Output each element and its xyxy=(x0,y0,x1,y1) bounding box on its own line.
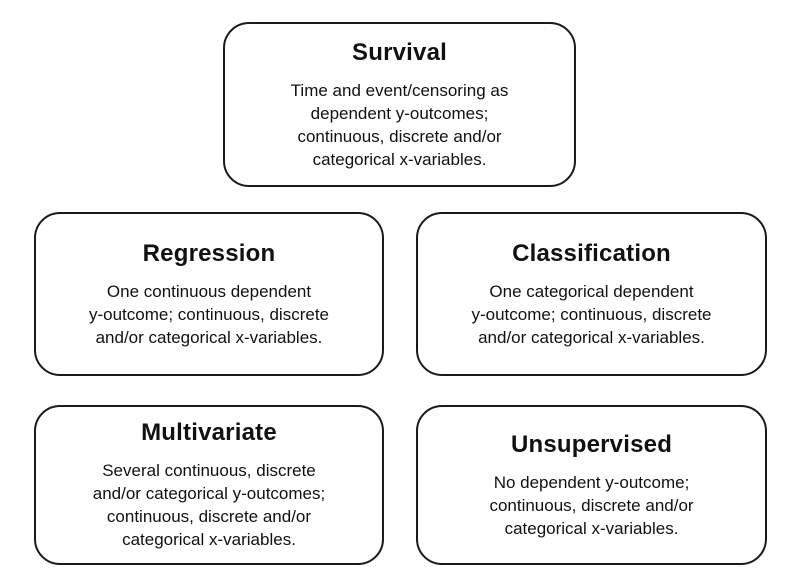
survival-description: Time and event/censoring as dependent y-… xyxy=(290,80,509,169)
regression-title: Regression xyxy=(142,239,276,267)
unsupervised-box: Unsupervised No dependent y-outcome; con… xyxy=(416,405,767,565)
multivariate-title: Multivariate xyxy=(141,419,277,446)
multivariate-box: Multivariate Several continuous, discret… xyxy=(34,405,384,565)
survival-title: Survival xyxy=(352,38,447,66)
regression-description: One continuous dependent y-outcome; cont… xyxy=(88,281,329,347)
classification-description: One categorical dependent y-outcome; con… xyxy=(471,281,712,347)
unsupervised-description: No dependent y-outcome; continuous, disc… xyxy=(489,472,694,538)
unsupervised-title: Unsupervised xyxy=(510,430,673,458)
multivariate-description: Several continuous, discrete and/or cate… xyxy=(92,461,326,549)
survival-box: Survival Time and event/censoring as dep… xyxy=(223,22,576,187)
regression-box: Regression One continuous dependent y-ou… xyxy=(34,212,384,376)
classification-box: Classification One categorical dependent… xyxy=(416,212,767,376)
classification-title: Classification xyxy=(512,239,671,267)
